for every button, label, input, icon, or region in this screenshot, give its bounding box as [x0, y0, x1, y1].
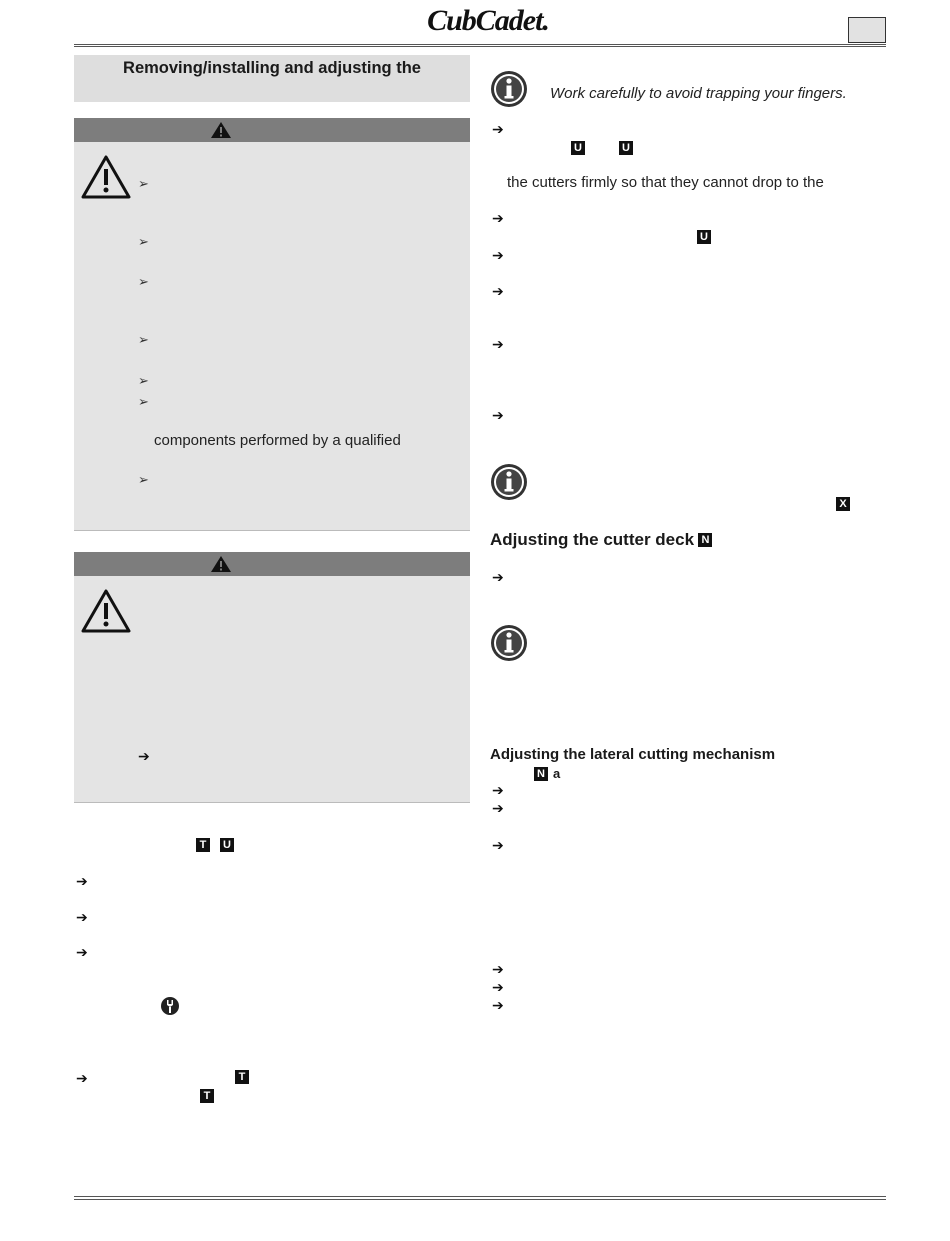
arrow-marker: ➔ [492, 247, 504, 263]
arrow-marker: ➔ [492, 407, 504, 423]
warning-triangle-icon [81, 589, 131, 633]
figure-label-a: a [553, 766, 561, 781]
header-rule [74, 44, 886, 45]
arrow-marker: ➔ [492, 283, 504, 299]
section-title: Removing/installing and adjusting the [74, 55, 470, 102]
danger-panel-2: ➔ [74, 552, 470, 803]
figure-badge-u: U [220, 838, 234, 852]
caution-note: Work carefully to avoid trapping your fi… [550, 85, 847, 102]
figure-badge-u: U [571, 141, 585, 155]
danger-panel-bar [74, 118, 470, 142]
heading-lateral-cutting: Adjusting the lateral cutting mechanism [490, 746, 776, 763]
bullet-marker: ➢ [138, 332, 149, 347]
figure-badge-t: T [196, 838, 210, 852]
arrow-marker: ➔ [76, 1070, 88, 1086]
header-rule-2 [74, 46, 886, 47]
bullet-marker: ➢ [138, 472, 149, 487]
info-icon [491, 625, 527, 661]
arrow-marker: ➔ [492, 336, 504, 352]
arrow-marker: ➔ [492, 569, 504, 585]
body-text-line: the cutters firmly so that they cannot d… [507, 174, 824, 191]
warning-triangle-icon [81, 155, 131, 199]
danger-panel-bar [74, 552, 470, 576]
bullet-marker: ➢ [138, 234, 149, 249]
figure-badge-t: T [200, 1089, 214, 1103]
bullet-marker: ➢ [138, 394, 149, 409]
arrow-marker: ➔ [492, 997, 504, 1013]
danger-text-line: components performed by a qualified [154, 432, 401, 449]
figure-badge-x: X [836, 497, 850, 511]
info-icon [491, 464, 527, 500]
brand-logo: CubCadet. [427, 4, 550, 37]
footer-rule-2 [74, 1199, 886, 1200]
info-icon [491, 71, 527, 107]
bullet-marker: ➢ [138, 274, 149, 289]
arrow-marker: ➔ [492, 961, 504, 977]
arrow-marker: ➔ [76, 944, 88, 960]
figure-badge-u: U [697, 230, 711, 244]
arrow-marker: ➔ [492, 837, 504, 853]
footer-rule [74, 1196, 886, 1197]
warning-triangle-icon [211, 556, 231, 572]
arrow-marker: ➔ [76, 873, 88, 889]
figure-badge-n: N [534, 767, 548, 781]
page-number-box [848, 17, 886, 43]
wrench-icon [161, 997, 179, 1015]
heading-cutter-deck-row: Adjusting the cutter deck N [490, 530, 713, 550]
arrow-marker: ➔ [492, 800, 504, 816]
heading-cutter-deck: Adjusting the cutter deck [490, 530, 695, 549]
arrow-marker: ➔ [138, 748, 150, 764]
bullet-marker: ➢ [138, 373, 149, 388]
arrow-marker: ➔ [76, 909, 88, 925]
bullet-marker: ➢ [138, 176, 149, 191]
figure-badge-n: N [698, 533, 713, 547]
arrow-marker: ➔ [492, 782, 504, 798]
danger-panel-1: ➢ ➢ ➢ ➢ ➢ ➢ components performed by a qu… [74, 118, 470, 531]
figure-badge-t: T [235, 1070, 249, 1084]
warning-triangle-icon [211, 122, 231, 138]
arrow-marker: ➔ [492, 210, 504, 226]
arrow-marker: ➔ [492, 979, 504, 995]
figure-badge-u: U [619, 141, 633, 155]
arrow-marker: ➔ [492, 121, 504, 137]
